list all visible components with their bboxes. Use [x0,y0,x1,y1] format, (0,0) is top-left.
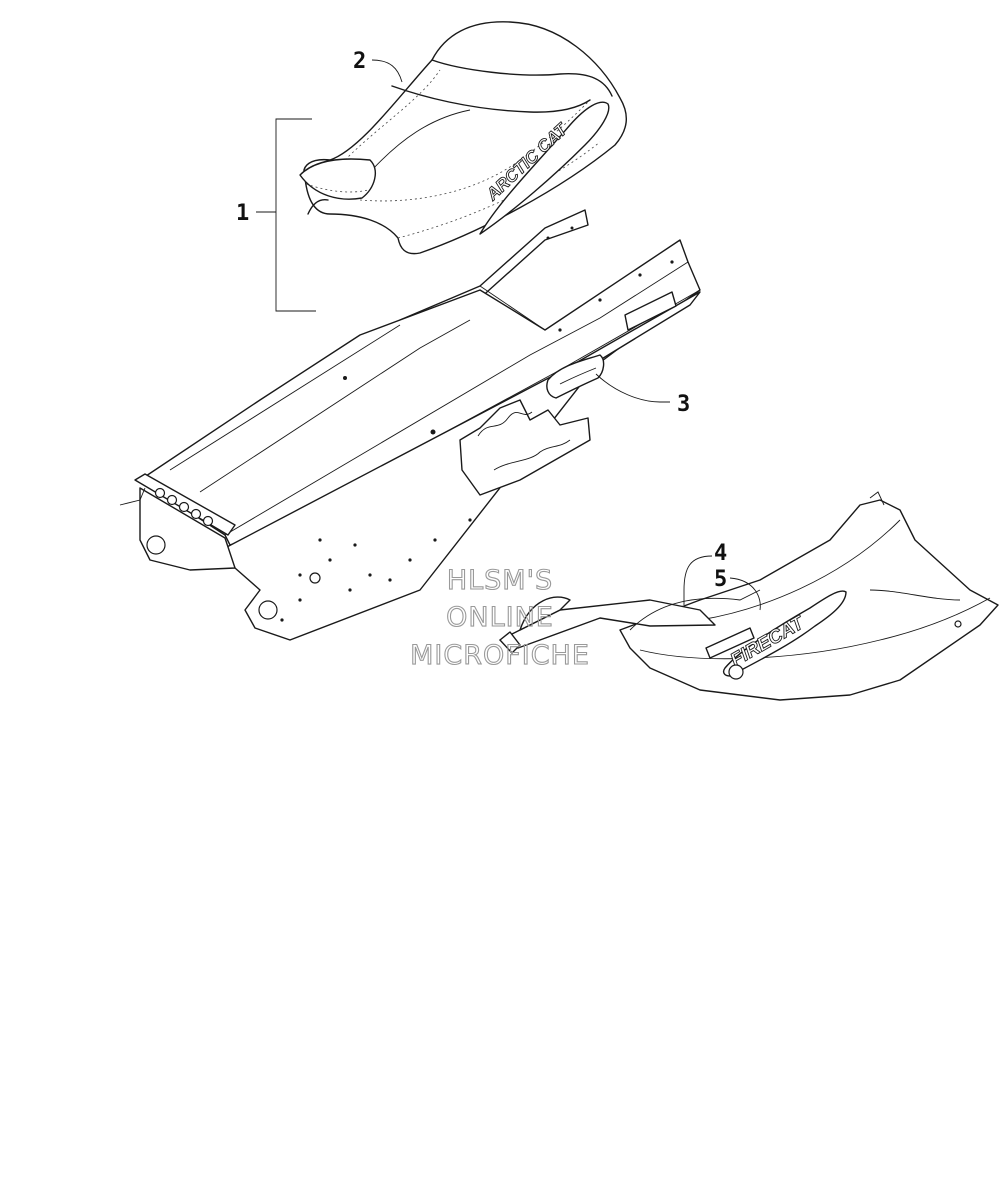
leader-line-3 [595,373,670,403]
watermark-line-1: HLSM'S [447,565,553,596]
callout-3: 3 [677,392,690,417]
callout-4: 4 [714,541,727,566]
hood-part: FIRECAT [499,491,999,701]
tunnel-rivets [280,260,674,622]
callout-5: 5 [714,567,727,592]
watermark-line-3: MICROFICHE [410,640,590,671]
bumper-holes [154,487,214,527]
watermark: HLSM'S ONLINE MICROFICHE [410,564,590,671]
leader-line-5 [729,577,761,611]
decal-part [705,627,755,659]
seat-part: ARCTIC CAT [299,21,627,255]
leader-line-4 [683,555,713,605]
watermark-line-2: ONLINE [446,602,554,633]
leader-line-2 [371,59,403,83]
tunnel-part [119,239,701,641]
callout-1: 1 [236,201,249,226]
callout-2: 2 [353,49,366,74]
seat-assembly-bracket [256,118,316,312]
